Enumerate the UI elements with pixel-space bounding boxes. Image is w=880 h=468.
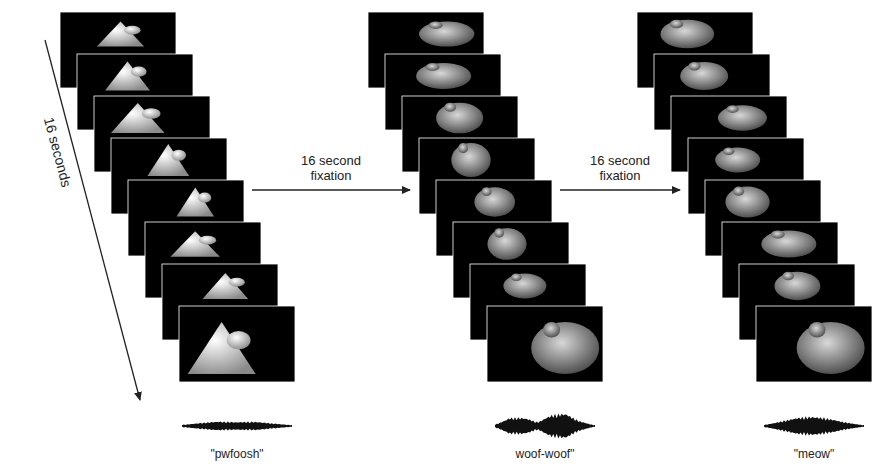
novel-object [199,236,216,245]
novel-object [111,103,165,133]
animal-photo [444,103,456,112]
sound-label: "meow" [794,448,835,462]
novel-object [177,188,215,217]
sound-label: "pwfoosh" [210,448,263,462]
animal-photo [451,143,490,177]
novel-object [97,21,144,46]
sound-waveform [495,414,595,439]
animal-photo [718,105,767,130]
novel-object [142,108,161,118]
novel-object [170,231,219,257]
animal-photo [660,20,714,49]
animal-photo [715,148,760,173]
animal-photo [689,62,701,70]
animal-photo [458,143,468,153]
animal-photo [680,62,728,90]
animal-photo [426,63,440,71]
stimulus-frame [756,306,872,382]
animal-photo [503,274,546,299]
novel-object [171,150,186,161]
animal-photo [809,322,826,338]
novel-object [147,144,189,176]
novel-object [124,26,141,35]
animal-photo [733,187,744,196]
stimulus-frame [487,306,603,382]
animal-photo [782,272,793,281]
animal-photo [725,187,769,218]
stimulus-frame [179,306,295,382]
animal-photo [494,228,504,238]
fixation-label: 16 second fixation [291,154,371,184]
frame-ground [756,306,872,382]
animal-photo [419,21,474,46]
animal-photo [726,105,738,113]
sound-waveform [182,422,292,431]
novel-object [105,61,150,90]
novel-object [227,331,251,349]
sound-label: woof-woof" [516,448,575,462]
frame-ground [179,306,295,382]
animal-photo [436,103,483,134]
time-arrow [45,40,140,400]
fixation-label: 16 second fixation [580,154,660,184]
animal-photo [481,187,491,196]
animal-photo [474,187,515,216]
animal-photo [670,20,683,29]
animal-photo [531,322,599,374]
fixation-arrow [252,189,410,190]
animal-photo [797,322,865,374]
frame-ground [487,306,603,382]
animal-photo [771,230,785,238]
animal-photo [761,230,816,257]
animal-photo [723,148,734,155]
sound-waveform [764,416,864,435]
animal-photo [511,274,522,281]
novel-object [229,278,245,287]
animal-photo [543,322,560,338]
animal-photo [774,272,820,300]
animal-photo [416,63,471,89]
novel-object [198,193,211,203]
novel-object [188,322,256,374]
animal-photo [487,228,526,260]
fixation-arrow [560,189,680,190]
novel-object [131,67,147,77]
novel-object [202,273,248,299]
time-label: 16 seconds [41,115,75,188]
animal-photo [429,21,443,29]
